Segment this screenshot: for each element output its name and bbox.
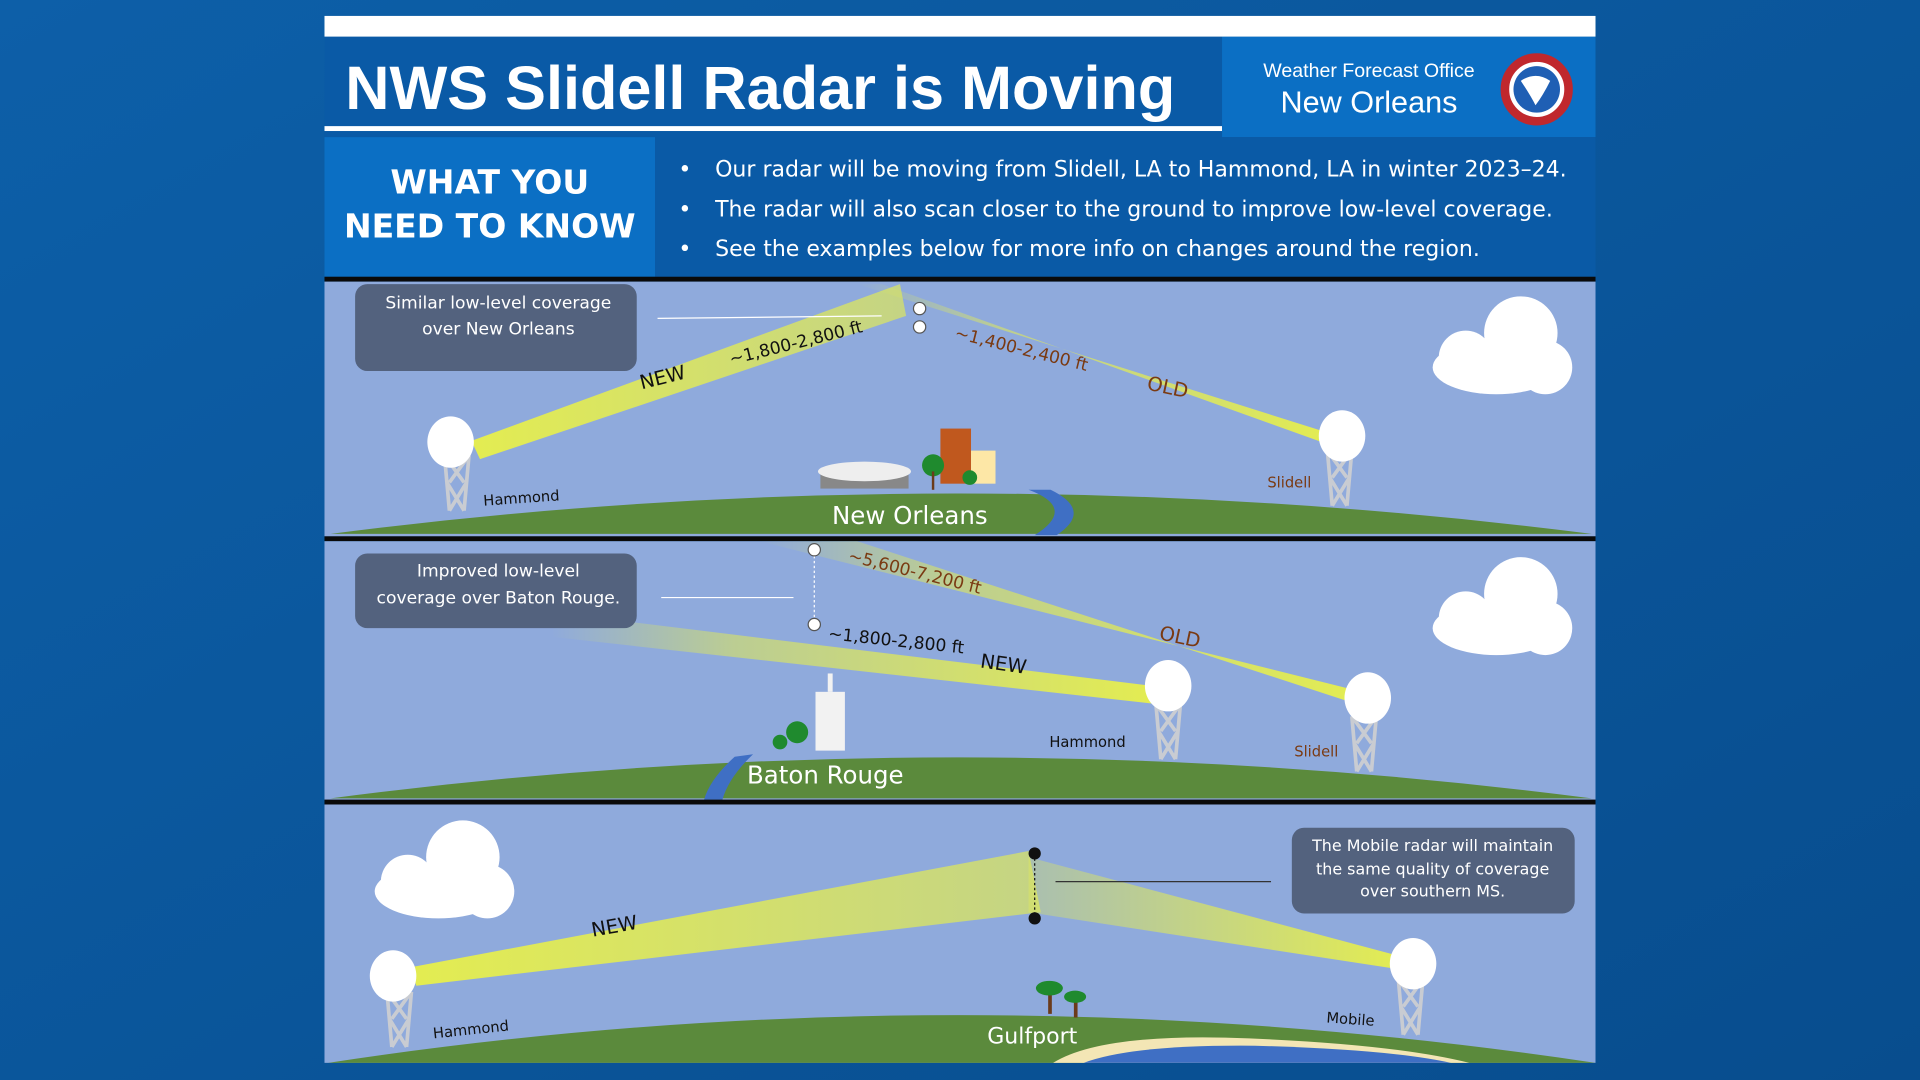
- divider: [324, 536, 1596, 542]
- callout-line2: coverage over Baton Rouge.: [377, 589, 621, 609]
- callout-box: [355, 284, 637, 372]
- river: [704, 754, 754, 800]
- bullet-marker: •: [678, 198, 691, 223]
- city-label: Baton Rouge: [747, 761, 904, 790]
- radar-dome-icon: [1318, 410, 1366, 462]
- know-heading-line2: NEED TO KNOW: [344, 207, 636, 246]
- title-band: [324, 36, 1223, 138]
- callout-line2: over New Orleans: [422, 319, 575, 339]
- callout-line2: the same quality of coverage: [1316, 859, 1549, 878]
- panel-new-orleans: Similar low-level coverage over New Orle…: [324, 281, 1596, 537]
- know-bullets-box: [655, 137, 1596, 277]
- ground: [330, 493, 1592, 534]
- city-label: New Orleans: [832, 501, 988, 530]
- office-label: Weather Forecast Office: [1263, 60, 1475, 82]
- new-beam: [410, 851, 1041, 986]
- radar-dome-icon: [1144, 660, 1192, 712]
- page-title: NWS Slidell Radar is Moving: [345, 54, 1175, 122]
- river: [1028, 489, 1074, 536]
- right-site-label: Slidell: [1294, 744, 1338, 761]
- gulf: [1083, 1045, 1452, 1063]
- skyscraper-icon: [772, 673, 845, 751]
- mobile-beam: [1028, 857, 1403, 970]
- bullet-marker: •: [678, 237, 691, 262]
- know-heading-line1: WHAT YOU: [390, 162, 589, 201]
- callout-line3: over southern MS.: [1360, 881, 1505, 900]
- callout-line1: Improved low-level: [417, 562, 580, 582]
- office-city: New Orleans: [1281, 86, 1458, 120]
- top-bar: [324, 15, 1596, 37]
- buildings-icon: [922, 428, 996, 490]
- city-label: Gulfport: [987, 1024, 1077, 1049]
- title-underline: [324, 126, 1223, 132]
- bullet-1: Our radar will be moving from Slidell, L…: [715, 157, 1567, 182]
- callout-arrow: [657, 315, 882, 319]
- radar-dome-icon: [427, 416, 474, 468]
- ground: [330, 757, 1592, 799]
- palm-trees-icon: [1035, 980, 1087, 1018]
- radar-dome-icon: [1389, 937, 1437, 990]
- bullet-marker: •: [678, 157, 691, 182]
- right-site-label: Slidell: [1267, 474, 1311, 491]
- bullet-2: The radar will also scan closer to the g…: [714, 198, 1553, 223]
- superdome-icon: [817, 461, 912, 489]
- new-beam: [551, 612, 1158, 705]
- divider: [324, 276, 1596, 282]
- callout-box: [1291, 827, 1575, 914]
- callout-line1: The Mobile radar will maintain: [1311, 836, 1553, 855]
- divider: [324, 799, 1596, 805]
- left-site-label: Hammond: [483, 487, 560, 509]
- right-site-label: Mobile: [1326, 1009, 1375, 1029]
- radar-dome-icon: [369, 950, 417, 1002]
- callout-line1: Similar low-level coverage: [385, 294, 611, 314]
- know-heading-box: [324, 137, 656, 277]
- left-site-label: Hammond: [1049, 734, 1125, 751]
- panel-baton-rouge: Improved low-level coverage over Baton R…: [324, 541, 1596, 801]
- callout-box: [355, 553, 637, 629]
- radar-dome-icon: [1344, 672, 1392, 724]
- nws-logo-icon: [1500, 53, 1573, 126]
- bullet-3: See the examples below for more info on …: [715, 237, 1480, 262]
- panel-gulfport: The Mobile radar will maintain the same …: [324, 804, 1596, 1063]
- new-beam: [471, 284, 907, 460]
